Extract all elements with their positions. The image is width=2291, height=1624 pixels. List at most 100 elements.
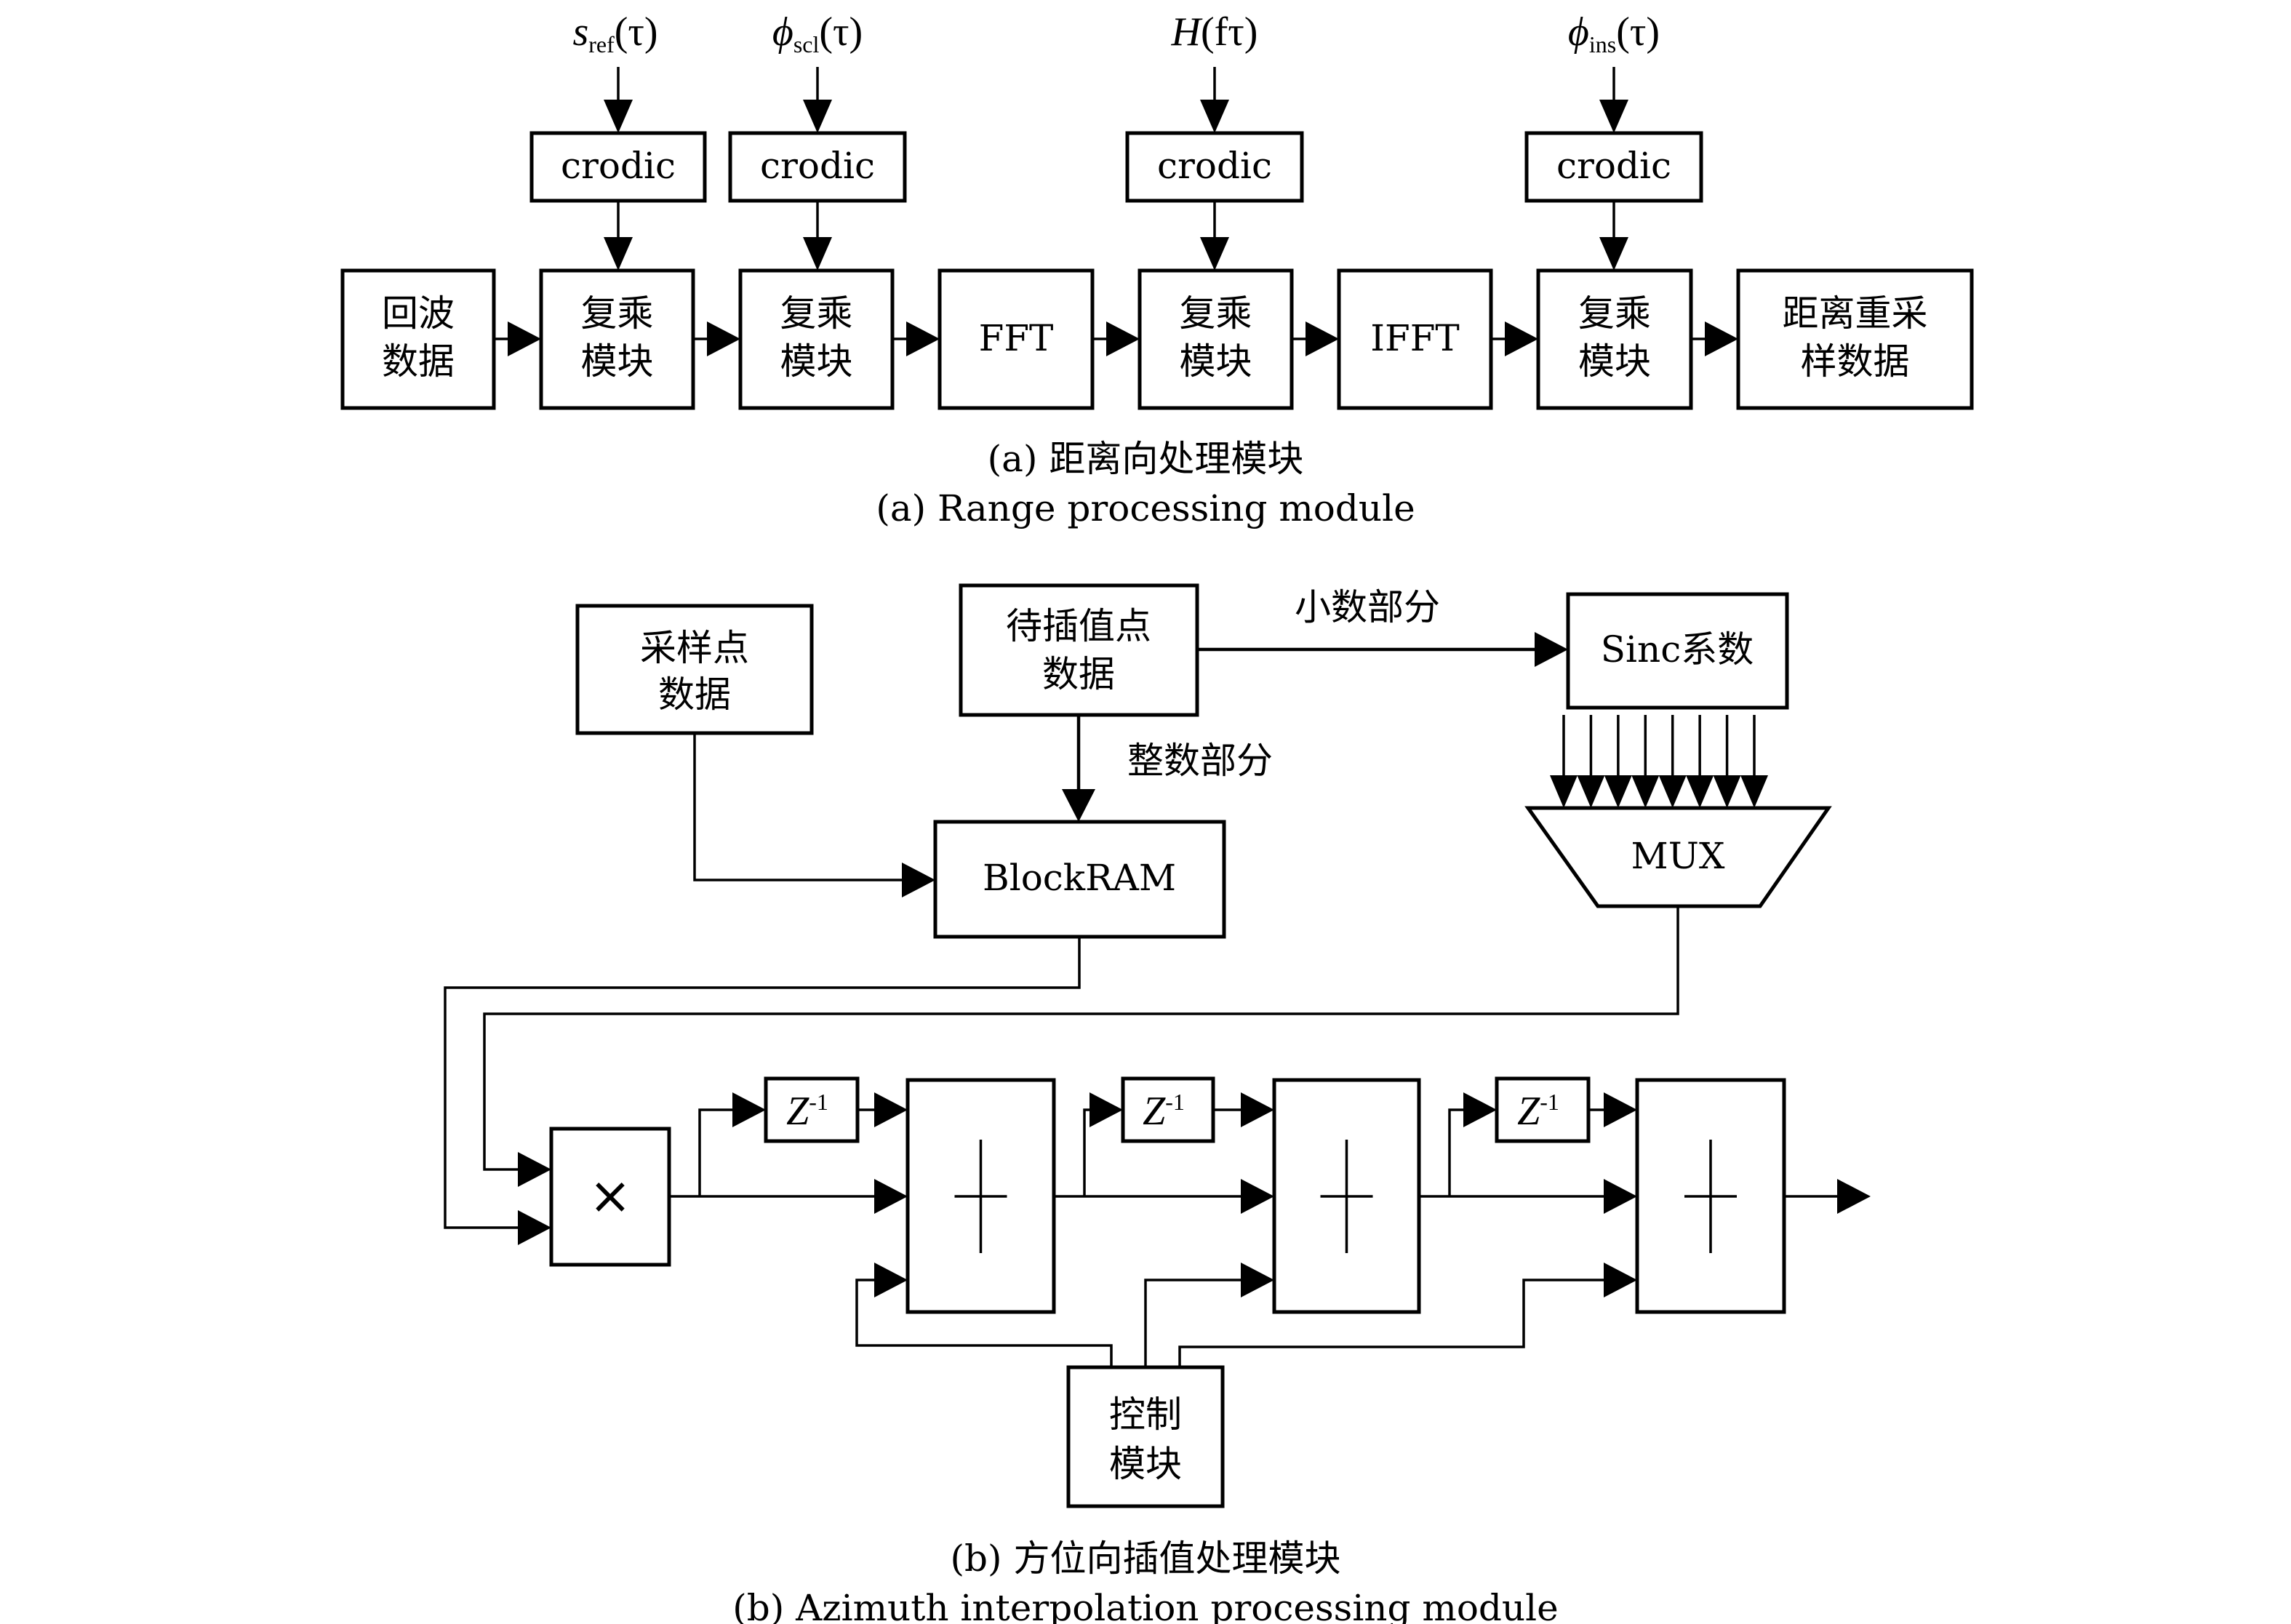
arrowhead xyxy=(874,1179,908,1214)
svg-text:模块: 模块 xyxy=(581,340,654,383)
control-module-block: 控制 模块 xyxy=(1066,1365,1225,1508)
arrowhead xyxy=(1604,1263,1637,1297)
arrowhead xyxy=(1200,100,1229,133)
svg-text:crodic: crodic xyxy=(561,145,676,187)
arrowhead xyxy=(1089,1092,1123,1127)
arrowhead xyxy=(1631,775,1660,808)
input-label-phi-ins: ϕins(τ) xyxy=(1568,9,1660,57)
arrowhead xyxy=(1658,775,1687,808)
caption-b-en: (b) Azimuth interpolation processing mod… xyxy=(732,1587,1558,1624)
arrowhead xyxy=(518,1210,551,1245)
arrowhead xyxy=(906,321,940,356)
svg-text:crodic: crodic xyxy=(760,145,875,187)
crodic-block: crodic xyxy=(1524,131,1703,203)
plus-icon xyxy=(954,1140,1007,1253)
svg-text:复乘: 复乘 xyxy=(581,292,654,335)
arrowhead xyxy=(1740,775,1768,808)
arrowhead xyxy=(1599,100,1628,133)
arrowhead xyxy=(707,321,740,356)
branch-wire xyxy=(1448,1108,1463,1196)
svg-text:数据: 数据 xyxy=(658,673,731,716)
input-label-sref: sref(τ) xyxy=(572,9,657,57)
svg-text:模块: 模块 xyxy=(780,340,853,383)
blockram-to-multiplier-wire xyxy=(444,937,1081,1229)
arrowhead xyxy=(803,237,832,271)
arrowhead xyxy=(1200,237,1229,271)
arrowhead xyxy=(1241,1179,1274,1214)
svg-text:MUX: MUX xyxy=(1631,835,1725,877)
fraction-part-label: 小数部分 xyxy=(1295,586,1440,628)
arrowhead xyxy=(1550,775,1578,808)
arrowhead xyxy=(1306,321,1339,356)
arrowhead xyxy=(1604,775,1632,808)
svg-text:数据: 数据 xyxy=(382,340,455,383)
arrowhead xyxy=(1604,1179,1637,1214)
blockram-block: BlockRAM xyxy=(933,820,1226,939)
svg-text:FFT: FFT xyxy=(979,317,1054,359)
arrowhead xyxy=(1241,1092,1274,1127)
branch-wire xyxy=(1083,1108,1089,1196)
arrowhead xyxy=(1535,632,1568,667)
arrowhead xyxy=(518,1152,551,1187)
sample-point-data-block: 采样点 数据 xyxy=(575,604,814,735)
svg-text:样数据: 样数据 xyxy=(1801,340,1910,383)
arrowhead xyxy=(1062,789,1095,822)
crodic-block: crodic xyxy=(728,131,907,203)
control-wire-adder3 xyxy=(1178,1279,1604,1367)
ifft-block: IFFT xyxy=(1337,268,1493,410)
caption-b-cn: (b) 方位向插值处理模块 xyxy=(951,1537,1341,1580)
svg-text:IFFT: IFFT xyxy=(1370,317,1460,359)
svg-text:Z-1: Z-1 xyxy=(1143,1089,1185,1134)
svg-text:距离重采: 距离重采 xyxy=(1783,292,1928,335)
sample-wire xyxy=(693,733,902,881)
interp-point-data-block: 待插值点 数据 xyxy=(959,583,1199,717)
control-wire-adder1 xyxy=(855,1279,1113,1367)
arrowhead xyxy=(1599,237,1628,271)
control-wire-adder2 xyxy=(1144,1279,1241,1367)
arrowhead xyxy=(1686,775,1714,808)
svg-text:Z-1: Z-1 xyxy=(1517,1089,1559,1134)
svg-text:采样点: 采样点 xyxy=(640,627,749,669)
arrowhead xyxy=(1577,775,1605,808)
arrowhead xyxy=(1106,321,1140,356)
arrowhead xyxy=(1705,321,1738,356)
adder-block xyxy=(1635,1078,1786,1314)
svg-text:数据: 数据 xyxy=(1042,653,1115,695)
crodic-block: crodic xyxy=(1125,131,1304,203)
arrowhead xyxy=(1463,1092,1497,1127)
crodic-block: crodic xyxy=(529,131,707,203)
plus-icon xyxy=(1684,1140,1737,1253)
arrowhead xyxy=(1604,1092,1637,1127)
arrowhead xyxy=(1505,321,1538,356)
arrowhead xyxy=(604,237,633,271)
adder-block xyxy=(905,1078,1056,1314)
arrowhead xyxy=(508,321,541,356)
svg-text:复乘: 复乘 xyxy=(780,292,853,335)
svg-text:BlockRAM: BlockRAM xyxy=(983,857,1176,899)
svg-text:Sinc系数: Sinc系数 xyxy=(1601,628,1754,671)
sinc-coefficient-block: Sinc系数 xyxy=(1566,592,1789,710)
integer-part-label: 整数部分 xyxy=(1127,740,1273,782)
caption-a-en: (a) Range processing module xyxy=(876,487,1415,529)
input-label-h-f: H(fτ) xyxy=(1171,9,1258,55)
delay-block: Z-1 xyxy=(1121,1076,1215,1143)
delay-block: Z-1 xyxy=(1495,1076,1591,1143)
fft-block: FFT xyxy=(937,268,1095,410)
azimuth-interpolation-module: 采样点 数据 待插值点 数据 Sinc系数 小数部分 整数部分 BlockRAM xyxy=(444,583,1871,1624)
svg-text:控制: 控制 xyxy=(1109,1393,1182,1436)
svg-text:待插值点: 待插值点 xyxy=(1006,605,1151,647)
svg-text:模块: 模块 xyxy=(1109,1443,1182,1485)
arrowhead xyxy=(1241,1263,1274,1297)
arrowhead xyxy=(803,100,832,133)
svg-text:复乘: 复乘 xyxy=(1578,292,1651,335)
arrowhead xyxy=(874,1092,908,1127)
svg-text:模块: 模块 xyxy=(1578,340,1651,383)
branch-wire xyxy=(698,1108,732,1196)
plus-icon xyxy=(1320,1140,1373,1253)
